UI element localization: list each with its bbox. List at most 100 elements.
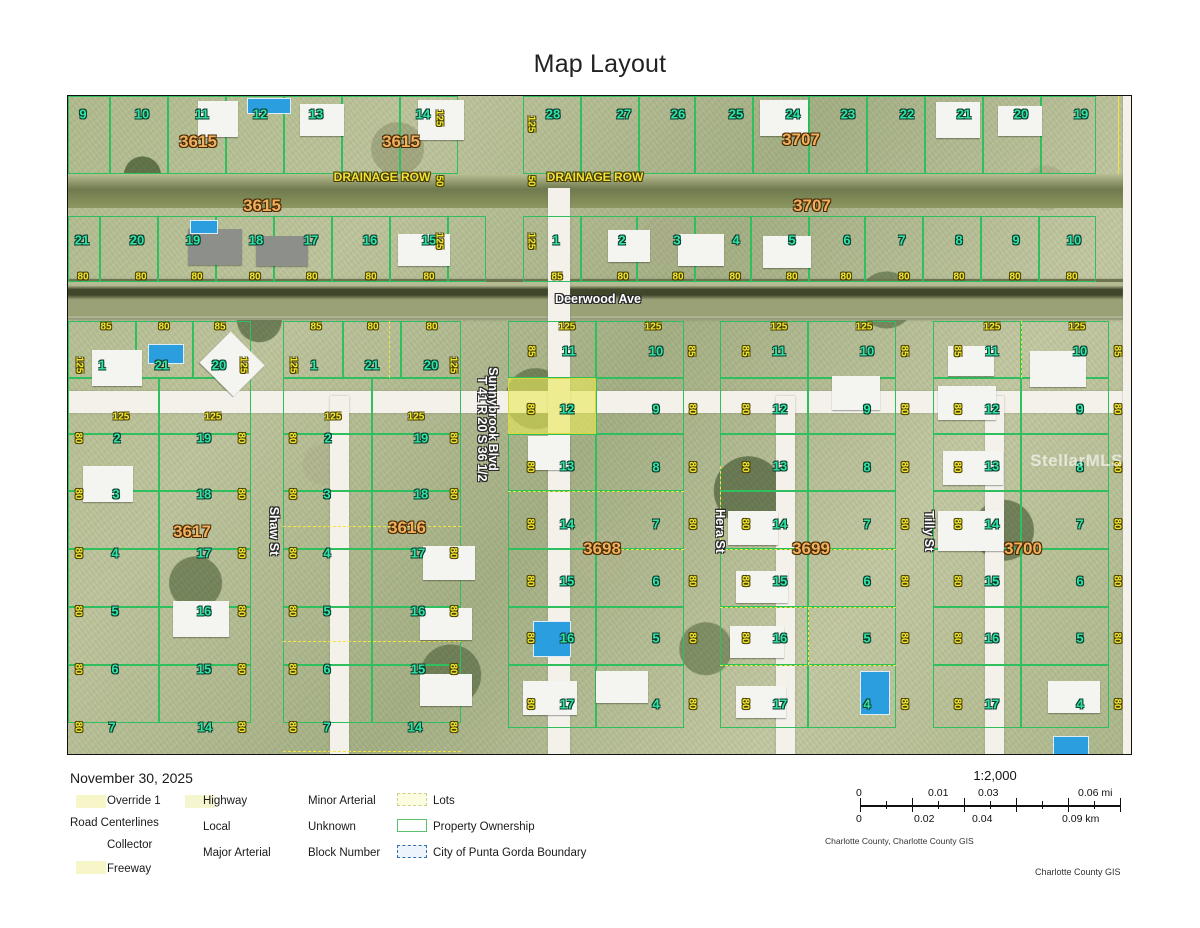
parcel[interactable]	[508, 434, 596, 491]
scale-tick	[1042, 801, 1044, 809]
parcel[interactable]	[283, 549, 372, 607]
building-footprint	[423, 546, 475, 580]
parcel[interactable]	[925, 96, 983, 174]
building-footprint	[938, 511, 1004, 551]
parcel[interactable]	[68, 607, 159, 665]
parcel[interactable]	[100, 216, 158, 282]
parcel[interactable]	[508, 321, 596, 378]
parcel[interactable]	[581, 96, 639, 174]
parcel[interactable]	[867, 96, 925, 174]
parcel[interactable]	[933, 321, 1021, 378]
parcel[interactable]	[1021, 607, 1109, 665]
parcel[interactable]	[1021, 549, 1109, 607]
parcel[interactable]	[808, 491, 896, 549]
parcel[interactable]	[508, 549, 596, 607]
parcel[interactable]	[283, 434, 372, 491]
parcel[interactable]	[1039, 216, 1096, 282]
parcel[interactable]	[283, 491, 372, 549]
parcel[interactable]	[596, 378, 684, 434]
parcel[interactable]	[1041, 96, 1096, 174]
parcel[interactable]	[720, 378, 808, 434]
parcel[interactable]	[372, 434, 461, 491]
parcel[interactable]	[808, 434, 896, 491]
parcel[interactable]	[596, 434, 684, 491]
parcel[interactable]	[720, 434, 808, 491]
parcel[interactable]	[159, 434, 251, 491]
swimming-pool	[247, 98, 291, 114]
scale-km-tick-1: 0.02	[914, 813, 935, 825]
parcel[interactable]	[933, 549, 1021, 607]
parcel[interactable]	[809, 216, 865, 282]
building-footprint	[730, 626, 784, 658]
parcel[interactable]	[283, 321, 343, 378]
page-title: Map Layout	[533, 50, 667, 78]
building-footprint	[998, 106, 1042, 136]
parcel[interactable]	[372, 378, 461, 434]
parcel[interactable]	[159, 665, 251, 723]
parcel[interactable]	[68, 549, 159, 607]
building-footprint	[420, 608, 472, 640]
legend-label-collector: Collector	[107, 839, 153, 851]
parcel[interactable]	[720, 321, 808, 378]
parcel[interactable]	[933, 378, 1021, 434]
parcel[interactable]	[68, 216, 100, 282]
parcel[interactable]	[523, 96, 581, 174]
parcel[interactable]	[68, 665, 159, 723]
parcel[interactable]	[639, 96, 695, 174]
building-footprint	[528, 436, 570, 470]
parcel[interactable]	[508, 665, 596, 728]
parcel[interactable]	[923, 216, 981, 282]
parcel[interactable]	[865, 216, 923, 282]
parcel[interactable]	[283, 665, 372, 723]
building-footprint	[173, 601, 229, 637]
parcel[interactable]	[809, 96, 867, 174]
parcel[interactable]	[596, 321, 684, 378]
parcel[interactable]	[1021, 434, 1109, 491]
parcel[interactable]	[753, 96, 809, 174]
parcel[interactable]	[283, 378, 372, 434]
parcel[interactable]	[159, 491, 251, 549]
parcel[interactable]	[401, 321, 461, 378]
parcel-highlighted[interactable]	[508, 378, 596, 434]
parcel[interactable]	[448, 216, 486, 282]
parcel[interactable]	[596, 549, 684, 607]
parcel[interactable]	[808, 607, 896, 665]
legend-label-override-1: Override 1	[107, 795, 161, 807]
parcel[interactable]	[1021, 491, 1109, 549]
parcel[interactable]	[981, 216, 1039, 282]
parcel[interactable]	[159, 549, 251, 607]
scale-ratio: 1:2,000	[973, 768, 1017, 783]
parcel[interactable]	[695, 96, 753, 174]
parcel[interactable]	[136, 321, 193, 378]
legend-label-road-centerlines: Road Centerlines	[70, 817, 159, 829]
lot-dashline	[720, 665, 896, 666]
parcel[interactable]	[68, 378, 159, 434]
lot-dashline	[720, 466, 721, 551]
parcel[interactable]	[283, 607, 372, 665]
parcel[interactable]	[508, 491, 596, 549]
parcel[interactable]	[933, 607, 1021, 665]
parcel[interactable]	[342, 96, 400, 174]
parcel[interactable]	[808, 549, 896, 607]
parcel[interactable]	[1021, 665, 1109, 728]
bottom-credit: Charlotte County GIS	[1035, 867, 1121, 877]
parcel[interactable]	[68, 96, 110, 174]
scale-mi-tick-0: 0	[856, 787, 862, 799]
parcel[interactable]	[343, 321, 401, 378]
parcel[interactable]	[933, 665, 1021, 728]
parcel[interactable]	[933, 434, 1021, 491]
parcel[interactable]	[808, 321, 896, 378]
parcel[interactable]	[110, 96, 168, 174]
parcel[interactable]	[523, 216, 581, 282]
lot-dashline	[283, 751, 461, 752]
parcel[interactable]	[159, 378, 251, 434]
parcel[interactable]	[596, 607, 684, 665]
building-footprint	[1048, 681, 1100, 713]
parcel[interactable]	[332, 216, 390, 282]
parcel[interactable]	[508, 607, 596, 665]
parcel[interactable]	[372, 491, 461, 549]
building-footprint	[608, 230, 650, 262]
parcel[interactable]	[596, 491, 684, 549]
building-footprint	[736, 571, 788, 603]
